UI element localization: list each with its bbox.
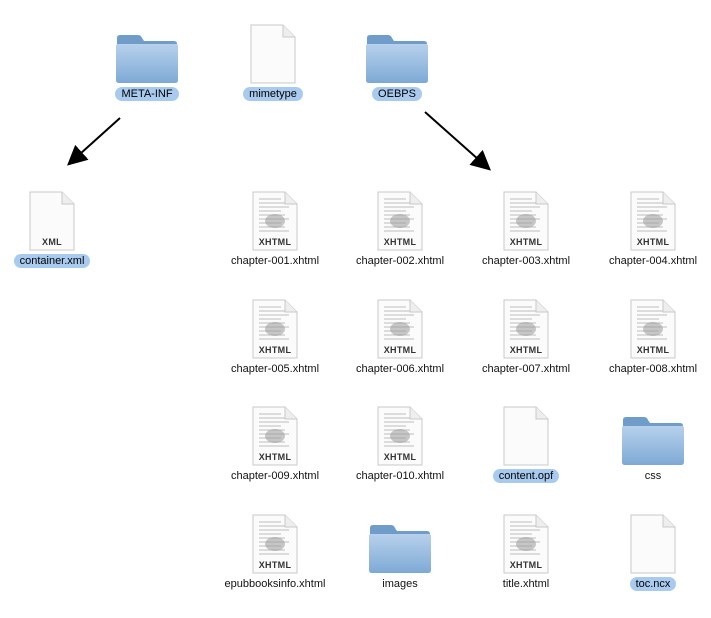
folder-icon — [87, 18, 207, 84]
file-name-label: chapter-008.xhtml — [608, 363, 698, 375]
file-type-badge: XHTML — [383, 237, 417, 247]
file-item[interactable]: XHTML chapter-001.xhtml — [215, 185, 335, 269]
file-item[interactable]: css — [593, 400, 711, 484]
file-item[interactable]: XHTML epubbooksinfo.xhtml — [215, 508, 335, 592]
file-item[interactable]: XHTML chapter-010.xhtml — [340, 400, 460, 484]
document-icon: XHTML — [340, 185, 460, 251]
file-name-label: chapter-005.xhtml — [230, 363, 320, 375]
file-name-label: chapter-002.xhtml — [355, 255, 445, 267]
file-name-label: chapter-006.xhtml — [355, 363, 445, 375]
arrow-meta-inf — [67, 117, 121, 166]
file-item[interactable]: XHTML chapter-002.xhtml — [340, 185, 460, 269]
file-type-badge: XHTML — [258, 452, 292, 462]
file-name-label: chapter-003.xhtml — [481, 255, 571, 267]
file-type-badge: XHTML — [258, 345, 292, 355]
file-name-label: mimetype — [243, 87, 303, 101]
file-name-label: title.xhtml — [502, 578, 550, 590]
file-type-badge: XHTML — [383, 345, 417, 355]
file-item[interactable]: XHTML chapter-006.xhtml — [340, 293, 460, 377]
file-name-label: container.xml — [13, 254, 91, 268]
file-type-badge: XHTML — [258, 560, 292, 570]
folder-icon — [593, 400, 711, 466]
file-type-badge: XHTML — [509, 560, 543, 570]
document-icon: XHTML — [215, 185, 335, 251]
file-item[interactable]: XHTML title.xhtml — [466, 508, 586, 592]
file-name-label: epubbooksinfo.xhtml — [224, 578, 326, 590]
document-icon: XHTML — [466, 293, 586, 359]
file-type-badge: XHTML — [258, 237, 292, 247]
file-item[interactable]: mimetype — [213, 18, 333, 102]
file-item[interactable]: XHTML chapter-004.xhtml — [593, 185, 711, 269]
file-name-label: css — [644, 470, 662, 482]
file-item[interactable]: XHTML chapter-003.xhtml — [466, 185, 586, 269]
document-icon — [213, 18, 333, 84]
document-icon — [466, 400, 586, 466]
file-name-label: images — [382, 578, 418, 590]
document-icon: XHTML — [466, 508, 586, 574]
file-type-badge: XHTML — [509, 237, 543, 247]
file-item[interactable]: XML container.xml — [0, 185, 112, 269]
file-name-label: chapter-007.xhtml — [481, 363, 571, 375]
file-item[interactable]: OEBPS — [337, 18, 457, 102]
document-icon: XML — [0, 185, 112, 251]
file-item[interactable]: XHTML chapter-009.xhtml — [215, 400, 335, 484]
file-type-badge: XML — [42, 237, 62, 247]
document-icon: XHTML — [340, 293, 460, 359]
file-item[interactable]: XHTML chapter-008.xhtml — [593, 293, 711, 377]
file-item[interactable]: XHTML chapter-005.xhtml — [215, 293, 335, 377]
file-item[interactable]: content.opf — [466, 400, 586, 484]
document-icon — [593, 508, 711, 574]
document-icon: XHTML — [466, 185, 586, 251]
file-type-badge: XHTML — [636, 345, 670, 355]
document-icon: XHTML — [215, 400, 335, 466]
document-icon: XHTML — [215, 508, 335, 574]
file-type-badge: XHTML — [383, 452, 417, 462]
document-icon: XHTML — [340, 400, 460, 466]
file-name-label: OEBPS — [372, 87, 422, 101]
file-item[interactable]: META-INF — [87, 18, 207, 102]
file-name-label: chapter-004.xhtml — [608, 255, 698, 267]
file-name-label: content.opf — [492, 469, 560, 483]
document-icon: XHTML — [593, 185, 711, 251]
file-item[interactable]: XHTML chapter-007.xhtml — [466, 293, 586, 377]
file-name-label: chapter-001.xhtml — [230, 255, 320, 267]
file-type-badge: XHTML — [509, 345, 543, 355]
file-item[interactable]: toc.ncx — [593, 508, 711, 592]
document-icon: XHTML — [593, 293, 711, 359]
folder-icon — [337, 18, 457, 84]
arrow-oebps — [424, 111, 491, 171]
folder-icon — [340, 508, 460, 574]
document-icon: XHTML — [215, 293, 335, 359]
file-type-badge: XHTML — [636, 237, 670, 247]
file-name-label: chapter-010.xhtml — [355, 470, 445, 482]
file-name-label: META-INF — [115, 87, 179, 101]
file-name-label: chapter-009.xhtml — [230, 470, 320, 482]
file-name-label: toc.ncx — [629, 577, 677, 591]
file-item[interactable]: images — [340, 508, 460, 592]
